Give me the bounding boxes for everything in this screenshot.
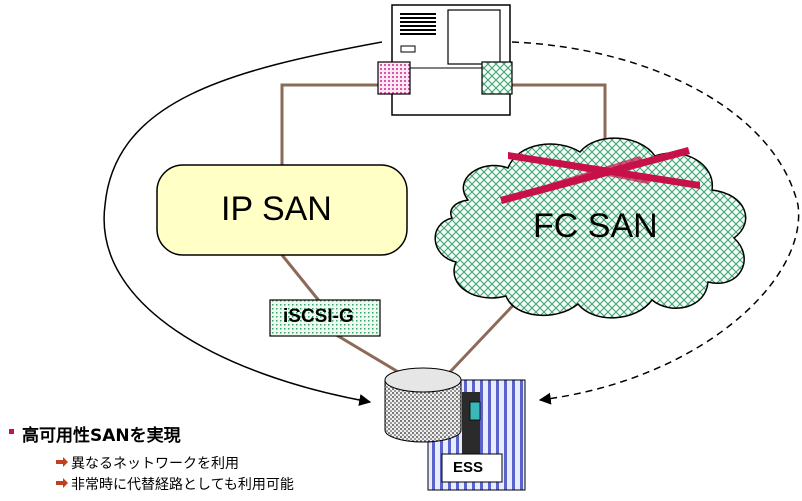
fc-san-label: FC SAN bbox=[533, 207, 658, 245]
arrow-bullets bbox=[56, 457, 68, 488]
sub-bullet-arrow-icon bbox=[56, 478, 68, 488]
notes-heading: 高可用性SANを実現 bbox=[22, 426, 181, 446]
ip-port-icon bbox=[377, 61, 411, 95]
bullet-square-icon bbox=[9, 429, 14, 434]
storage-label: ESS bbox=[453, 459, 484, 476]
fc-port-icon bbox=[481, 61, 513, 95]
notes-item: 非常時に代替経路としても利用可能 bbox=[71, 477, 294, 493]
storage-icon bbox=[384, 367, 526, 491]
iscsi-gateway-box bbox=[269, 299, 381, 337]
server-icon bbox=[377, 4, 513, 116]
link-failure-cross-icon bbox=[500, 147, 700, 204]
ip-san-label: IP SAN bbox=[221, 190, 332, 228]
status-led-icon bbox=[469, 401, 481, 421]
left-path-arrow bbox=[103, 41, 383, 406]
ip-san-to-gateway-link bbox=[280, 254, 322, 303]
fc-san-to-storage-link bbox=[448, 296, 522, 374]
iscsi-gateway-label: iSCSI-G bbox=[283, 306, 354, 327]
right-path-arrow-dashed bbox=[511, 41, 800, 405]
disk-cylinder-icon bbox=[384, 379, 462, 443]
ip-san-box bbox=[156, 164, 408, 256]
notes-item: 異なるネットワークを利用 bbox=[71, 456, 239, 472]
server-to-fc-san-link bbox=[512, 83, 607, 160]
server-to-ip-san-link bbox=[280, 83, 380, 165]
sub-bullet-arrow-icon bbox=[56, 457, 68, 467]
